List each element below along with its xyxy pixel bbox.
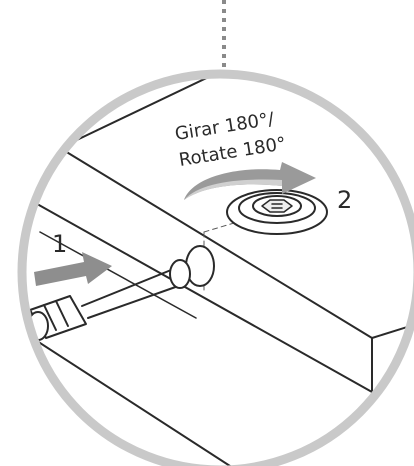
arrow-right-icon	[34, 252, 112, 286]
lower-panel-edge-3	[39, 231, 197, 319]
magnified-view	[22, 74, 414, 466]
cam-bolt-icon	[27, 245, 215, 341]
cam-lock-icon	[226, 189, 328, 235]
step-2-label: 2	[337, 186, 352, 214]
step-1-label: 1	[52, 230, 67, 258]
curved-arrow-icon	[184, 162, 316, 200]
magnifier-ring	[17, 69, 414, 466]
lower-panel-edge-1	[29, 199, 373, 393]
lower-panel-edge-2	[22, 329, 231, 466]
